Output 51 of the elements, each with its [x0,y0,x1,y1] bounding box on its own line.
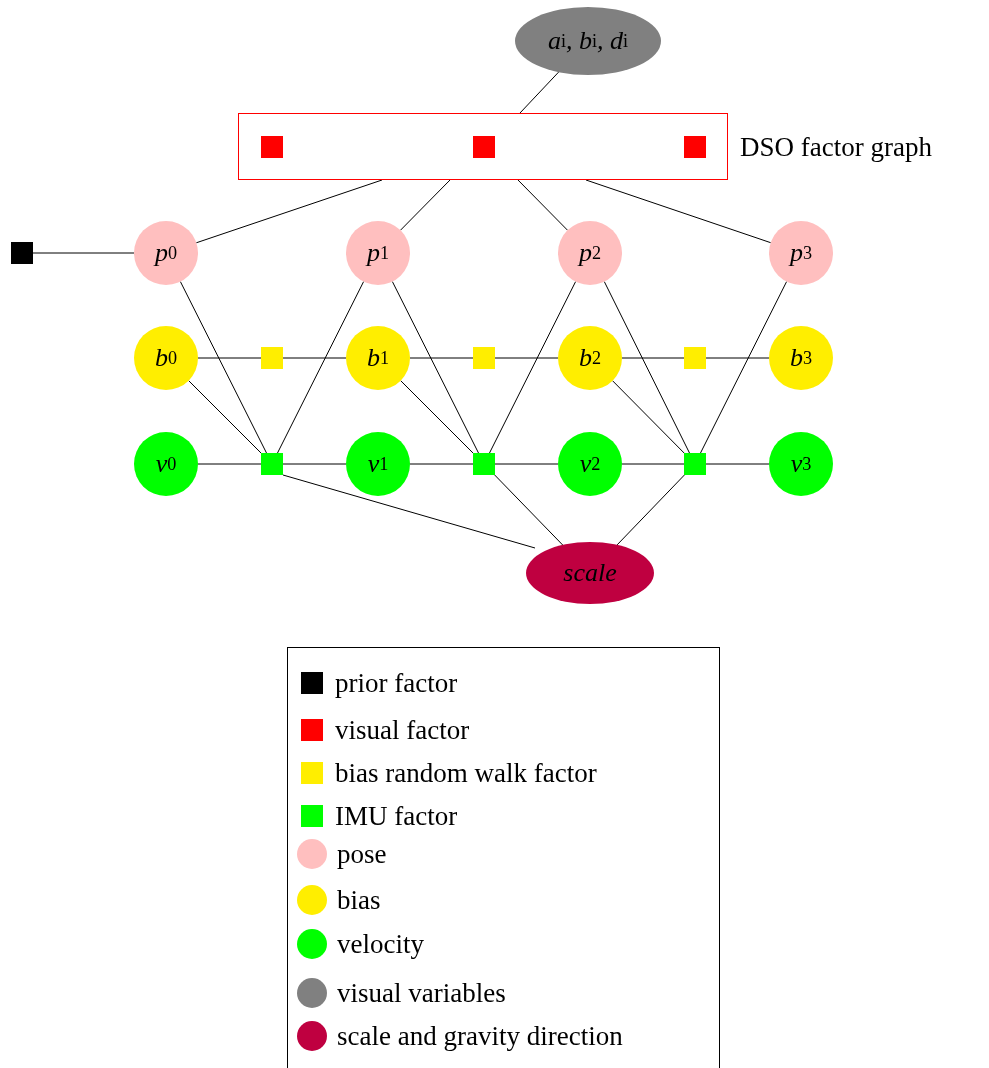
legend-label: velocity [337,928,424,960]
bias-factor-square [684,347,706,369]
legend-label: pose [337,838,387,870]
visual-factor-square [473,136,495,158]
connector-line [585,179,772,244]
group-label: DSO factor graph [740,131,932,162]
visual-factor-square [684,136,706,158]
connector-line [517,179,568,231]
legend-label: visual factor [335,714,470,746]
legend-label: prior factor [335,667,458,699]
bias-factor-square [473,347,495,369]
imu-factor-square [261,453,283,475]
connector-line [494,463,559,465]
connector-line [494,357,559,359]
connector-line [282,474,536,549]
bias-factor-square [261,347,283,369]
connector-line [197,463,262,465]
connector-line [621,463,685,465]
imu-factor-square [684,453,706,475]
connector-line [612,380,685,454]
connector-line [195,179,383,244]
connector-line [603,281,690,454]
legend-label: bias random walk factor [335,757,597,789]
connector-line [700,281,788,454]
connector-line [616,474,685,546]
scale-ellipse: scale [526,542,654,604]
legend-label: scale and gravity direction [337,1020,623,1052]
connector-line [705,357,770,359]
connector-line [391,281,479,454]
connector-line [519,71,560,114]
connector-line [489,281,577,454]
connector-line [179,281,267,454]
connector-line [400,179,451,231]
connector-line [188,380,262,454]
connector-line [409,357,474,359]
connector-line [494,474,564,546]
connector-line [197,357,262,359]
connector-line [282,357,347,359]
connector-line [400,380,474,454]
visual-factor-square [261,136,283,158]
imu-factor-square [473,453,495,475]
connector-line [621,357,685,359]
connector-line [277,281,365,454]
legend-label: bias [337,884,381,916]
legend-label: visual variables [337,977,506,1009]
prior-factor-square [11,242,33,264]
connector-line [409,463,474,465]
connector-line [282,463,347,465]
legend-label: IMU factor [335,800,458,832]
connector-line [705,463,770,465]
connector-line [32,252,135,254]
